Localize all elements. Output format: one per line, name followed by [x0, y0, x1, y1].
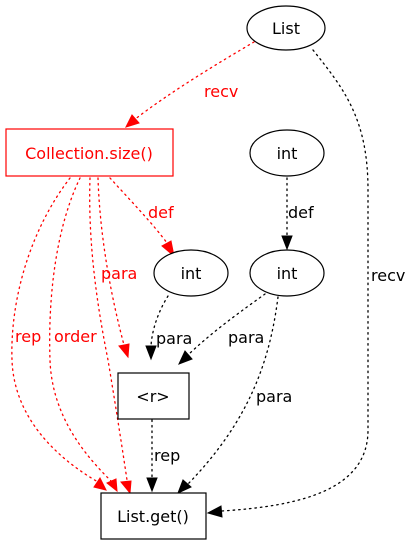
edge-label-para-int-left: para [156, 329, 192, 348]
node-int-right-label: int [277, 264, 298, 283]
edge-label-rep-collection: rep [15, 327, 41, 346]
node-int-left-label: int [181, 264, 202, 283]
edge-label-def-collection: def [148, 203, 174, 222]
edge-label-para-int-right-r: para [228, 328, 264, 347]
node-int-top[interactable]: int [249, 129, 325, 177]
edge-def-int-to-int [281, 177, 293, 251]
edge-label-para-collection: para [101, 264, 137, 283]
edge-label-recv-get: recv [371, 266, 405, 285]
edge-label-para-int-right-get: para [256, 387, 292, 406]
node-list[interactable]: List [246, 5, 326, 51]
node-list-get[interactable]: List.get() [100, 492, 207, 540]
node-list-get-label: List.get() [117, 507, 189, 526]
edge-collection-to-r [97, 177, 130, 359]
node-r[interactable]: <r> [117, 372, 190, 420]
edge-label-order-collection: order [54, 327, 97, 346]
edge-label-recv-collection: recv [204, 82, 238, 101]
edge-def-collection-to-int [109, 177, 175, 258]
node-int-right[interactable]: int [249, 249, 325, 297]
edge-recv-list-to-get [206, 49, 369, 518]
edge-recv-list-to-collection [125, 41, 255, 128]
edge-para-int-left-to-r [145, 295, 169, 361]
edge-label-rep-r: rep [154, 446, 180, 465]
edge-label-def-int: def [288, 203, 314, 222]
node-r-label: <r> [136, 387, 169, 406]
edge-order-collection-to-get [49, 177, 118, 493]
edge-para-int-right-to-r [178, 293, 266, 365]
node-collection-size[interactable]: Collection.size() [5, 128, 174, 177]
edge-rep-r-to-get [146, 419, 158, 493]
node-list-label: List [272, 19, 300, 38]
node-collection-size-label: Collection.size() [25, 144, 153, 163]
node-int-left[interactable]: int [153, 249, 229, 297]
edge-para-collection-to-get [89, 177, 132, 495]
edge-para-int-right-to-get [177, 296, 279, 494]
edge-rep-collection-to-get [11, 177, 107, 491]
node-int-top-label: int [277, 144, 298, 163]
